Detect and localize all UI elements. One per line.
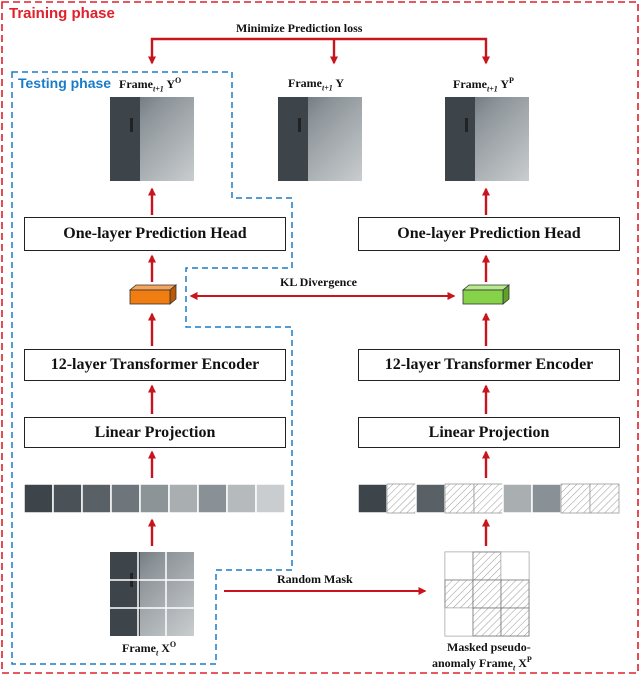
left-patch-strip bbox=[23, 483, 286, 514]
right-transformer-encoder: 12-layer Transformer Encoder bbox=[358, 349, 620, 381]
right-token-cube bbox=[461, 284, 511, 305]
prediction-loss-label: Minimize Prediction loss bbox=[236, 21, 363, 35]
right-patch-strip bbox=[357, 483, 620, 514]
testing-phase-label: Testing phase bbox=[18, 75, 112, 91]
kl-divergence-label: KL Divergence bbox=[280, 275, 357, 289]
right-linear-projection: Linear Projection bbox=[358, 417, 620, 448]
frame-middle-target-image bbox=[278, 97, 362, 181]
frame-left-input-title: Framet XO bbox=[122, 640, 177, 658]
training-phase-label: Training phase bbox=[9, 5, 115, 22]
frame-left-input-image bbox=[110, 552, 194, 636]
right-prediction-head: One-layer Prediction Head bbox=[358, 217, 620, 251]
left-transformer-encoder: 12-layer Transformer Encoder bbox=[24, 349, 286, 381]
random-mask-label: Random Mask bbox=[277, 572, 353, 586]
frame-right-masked-image bbox=[444, 551, 530, 637]
frame-right-input-title-line1: Masked pseudo- bbox=[447, 640, 531, 654]
frame-left-output-image bbox=[110, 97, 194, 181]
frame-right-output-image bbox=[445, 97, 529, 181]
prediction-loss-arrows bbox=[148, 37, 490, 65]
left-token-cube bbox=[128, 284, 178, 305]
frame-right-output-title: Framet+1 YP bbox=[453, 76, 514, 94]
frame-left-output-title: Framet+1 YO bbox=[119, 76, 182, 94]
left-prediction-head: One-layer Prediction Head bbox=[24, 217, 286, 251]
left-linear-projection: Linear Projection bbox=[24, 417, 286, 448]
frame-right-input-title-line2: anomaly Framet XP bbox=[432, 655, 532, 673]
frame-middle-target-title: Framet+1 Y bbox=[288, 76, 344, 93]
testing-phase-border bbox=[11, 71, 293, 665]
